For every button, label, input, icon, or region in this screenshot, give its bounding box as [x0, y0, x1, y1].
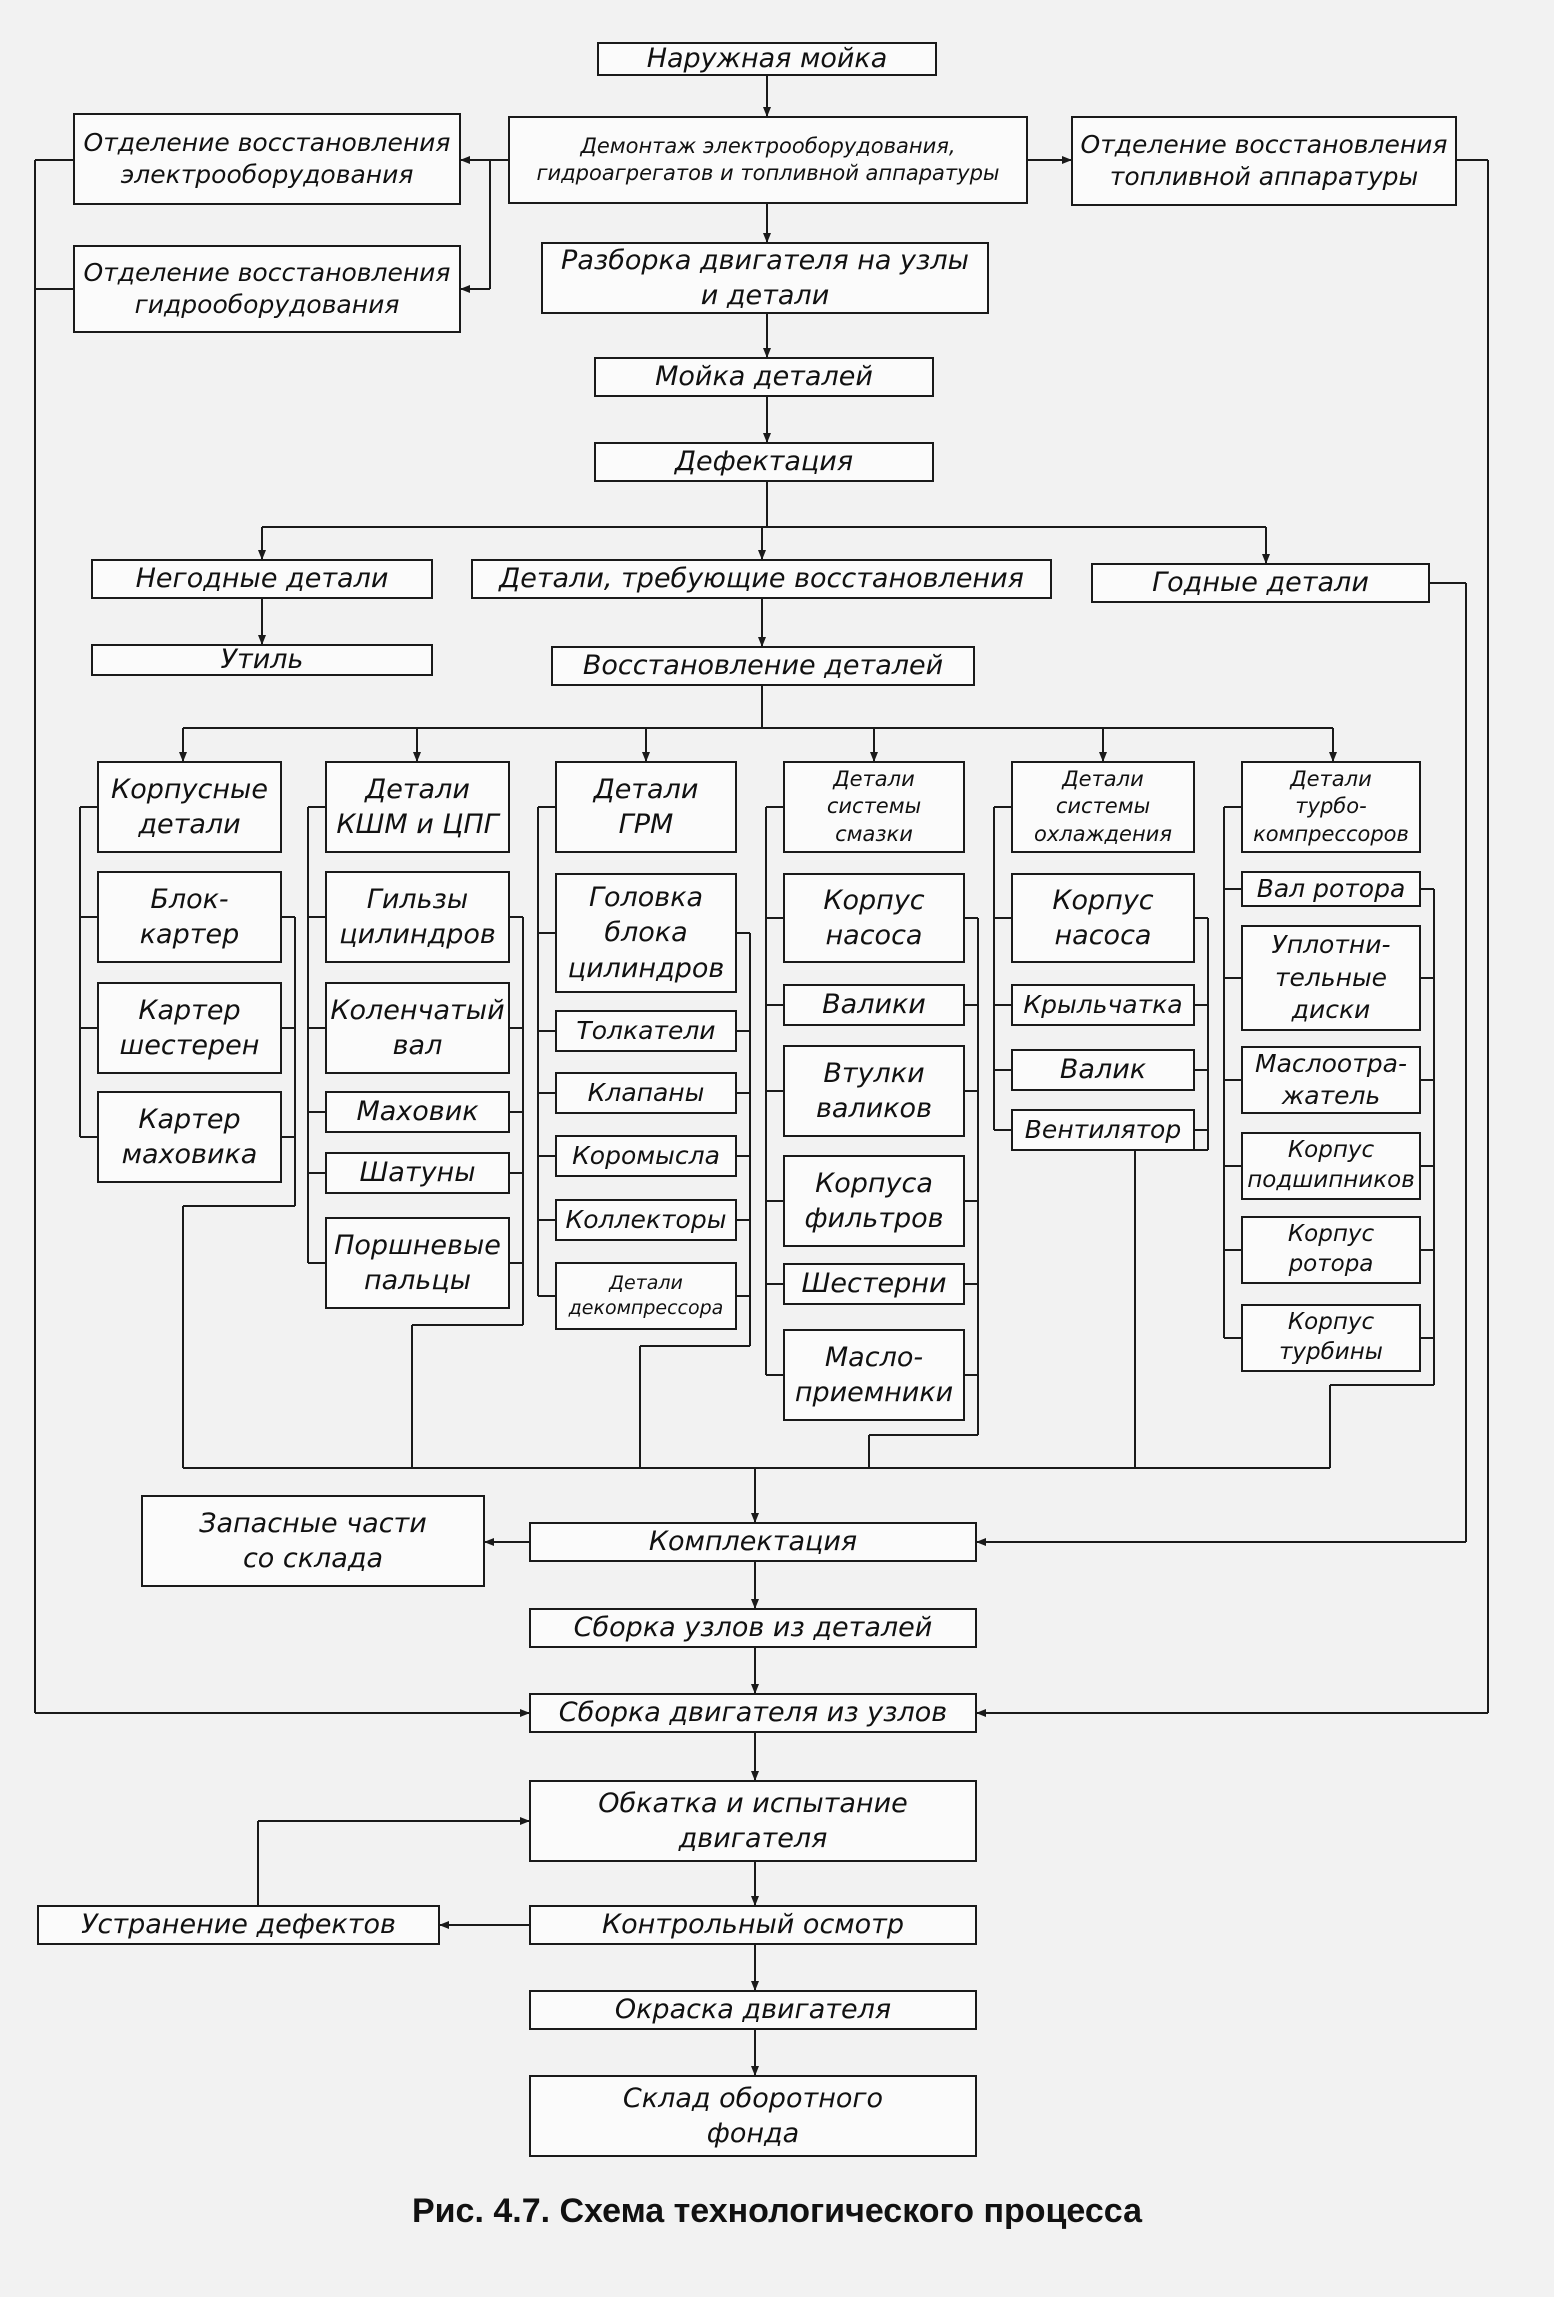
part-filter-housings: Корпуса фильтров	[783, 1155, 965, 1247]
part-connecting-rods: Шатуны	[325, 1152, 510, 1194]
painting-box: Окраска двигателя	[529, 1990, 977, 2030]
part-crankshaft: Коленчатый вал	[325, 982, 510, 1074]
warehouse-box: Склад оборотного фонда	[529, 2075, 977, 2157]
defect-fix-box: Устранение дефектов	[37, 1905, 440, 1945]
parts-restoration-box: Восстановление деталей	[551, 646, 975, 686]
repair-needed-box: Детали, требующие восстановления	[471, 559, 1052, 599]
group-turbo-header: Детали турбо- компрессоров	[1241, 761, 1421, 853]
engine-assembly-box: Сборка двигателя из узлов	[529, 1693, 977, 1733]
part-gear-housing: Картер шестерен	[97, 982, 282, 1074]
good-parts-box: Годные детали	[1091, 563, 1430, 603]
hydraulic-dept-box: Отделение восстановления гидрооборудован…	[73, 245, 461, 333]
group-cooling-header: Детали системы охлаждения	[1011, 761, 1195, 853]
part-flywheel: Маховик	[325, 1091, 510, 1133]
part-oil-receivers: Масло- приемники	[783, 1329, 965, 1421]
part-flywheel-housing: Картер маховика	[97, 1091, 282, 1183]
dismantling-box: Демонтаж электрооборудования, гидроагрег…	[508, 116, 1028, 204]
part-rotor-shaft: Вал ротора	[1241, 871, 1421, 907]
part-oil-deflector: Маслоотра- жатель	[1241, 1046, 1421, 1114]
part-turbine-housing: Корпус турбины	[1241, 1304, 1421, 1372]
inspection-box: Контрольный осмотр	[529, 1905, 977, 1945]
outer-wash-box: Наружная мойка	[597, 42, 937, 76]
unit-assembly-box: Сборка узлов из деталей	[529, 1608, 977, 1648]
part-decompressor: Детали декомпрессора	[555, 1262, 737, 1330]
scrap-box: Утиль	[91, 644, 433, 676]
defect-detection-box: Дефектация	[594, 442, 934, 482]
electrical-dept-box: Отделение восстановления электрооборудов…	[73, 113, 461, 205]
spare-parts-box: Запасные части со склада	[141, 1495, 485, 1587]
figure-caption: Рис. 4.7. Схема технологического процесс…	[411, 2192, 1143, 2230]
break-in-box: Обкатка и испытание двигателя	[529, 1780, 977, 1862]
part-shaft-bushings: Втулки валиков	[783, 1045, 965, 1137]
part-shaft-cool: Валик	[1011, 1049, 1195, 1091]
part-bearing-housing: Корпус подшипников	[1241, 1132, 1421, 1200]
part-fan: Вентилятор	[1011, 1109, 1195, 1151]
part-rotor-housing: Корпус ротора	[1241, 1216, 1421, 1284]
part-rocker-arms: Коромысла	[555, 1135, 737, 1177]
part-impeller: Крыльчатка	[1011, 984, 1195, 1026]
part-pump-housing-cool: Корпус насоса	[1011, 873, 1195, 963]
disassembly-box: Разборка двигателя на узлы и детали	[541, 242, 989, 314]
group-crank-parts-header: Детали КШМ и ЦПГ	[325, 761, 510, 853]
part-block-carter: Блок- картер	[97, 871, 282, 963]
group-lubrication-header: Детали системы смазки	[783, 761, 965, 853]
part-cylinder-head: Головка блока цилиндров	[555, 873, 737, 993]
kitting-box: Комплектация	[529, 1522, 977, 1562]
part-shafts: Валики	[783, 984, 965, 1026]
part-gears: Шестерни	[783, 1263, 965, 1305]
parts-wash-box: Мойка деталей	[594, 357, 934, 397]
group-valve-train-header: Детали ГРМ	[555, 761, 737, 853]
unusable-parts-box: Негодные детали	[91, 559, 433, 599]
part-piston-pins: Поршневые пальцы	[325, 1217, 510, 1309]
part-sealing-disks: Уплотни- тельные диски	[1241, 925, 1421, 1031]
fuel-dept-box: Отделение восстановления топливной аппар…	[1071, 116, 1457, 206]
part-cylinder-liners: Гильзы цилиндров	[325, 871, 510, 963]
part-valves: Клапаны	[555, 1072, 737, 1114]
part-pump-housing-lube: Корпус насоса	[783, 873, 965, 963]
group-body-parts-header: Корпусные детали	[97, 761, 282, 853]
part-manifolds: Коллекторы	[555, 1199, 737, 1241]
part-tappets: Толкатели	[555, 1010, 737, 1052]
